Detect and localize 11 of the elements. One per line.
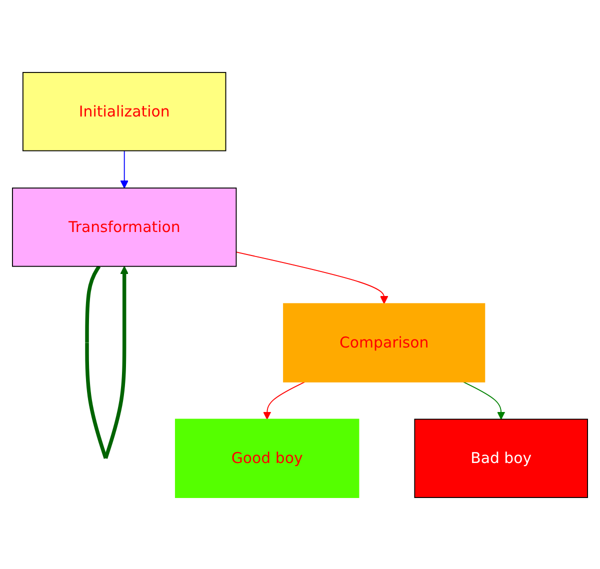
node-box (12, 187, 237, 266)
arrow (120, 150, 128, 188)
flowchart: Initialization Transformation Comparison Good boy Bad boy (5, 64, 595, 504)
node-box (22, 72, 226, 151)
node-box (174, 418, 360, 498)
arrow (263, 380, 306, 420)
node-box (283, 302, 486, 382)
arrow (236, 251, 388, 304)
arrow (462, 380, 506, 420)
arrow (85, 264, 128, 458)
node-box (414, 418, 588, 498)
